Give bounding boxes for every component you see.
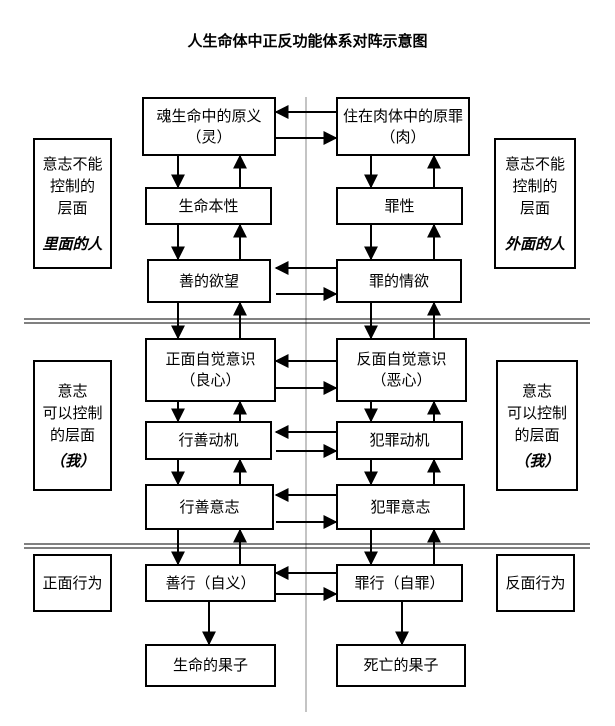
- side-left-controllable-line2: 可以控制: [42, 403, 103, 422]
- box-soul-life-original-line2: （灵）: [186, 127, 232, 146]
- side-right-uncontrollable-line2: 控制的: [512, 176, 558, 195]
- box-death-fruit: 死亡的果子: [336, 644, 466, 687]
- box-negative-conscious-line2: （恶心）: [371, 371, 432, 389]
- side-left-controllable-line3: 的层面: [49, 425, 95, 444]
- side-right-outer-man: 外面的人: [504, 234, 565, 253]
- side-right-controllable-line2: 可以控制: [506, 403, 567, 422]
- box-sin-nature-label: 罪性: [384, 196, 415, 215]
- side-left-uncontrollable-line2: 控制的: [49, 176, 95, 195]
- side-right-controllable: 意志 可以控制 的层面 （我）: [496, 360, 578, 491]
- box-good-motive: 行善动机: [145, 421, 272, 460]
- side-right-negative-behavior: 反面行为: [496, 554, 575, 612]
- box-life-fruit: 生命的果子: [145, 644, 276, 687]
- side-left-inner-man: 里面的人: [42, 234, 103, 253]
- box-good-desire: 善的欲望: [147, 259, 271, 303]
- box-sin-nature: 罪性: [336, 187, 463, 225]
- box-sinful-lust: 罪的情欲: [336, 259, 462, 303]
- box-sin-will: 犯罪意志: [336, 484, 465, 530]
- box-good-will: 行善意志: [145, 484, 274, 530]
- box-life-nature-label: 生命本性: [178, 196, 239, 215]
- side-left-uncontrollable-line3: 层面: [57, 198, 88, 217]
- box-negative-conscious: 反面自觉意识 （恶心）: [336, 338, 467, 402]
- box-sin-deed-label: 罪行（自罪）: [354, 573, 445, 592]
- box-soul-life-original-line1: 魂生命中的原义: [156, 106, 262, 125]
- side-left-positive-behavior-label: 正面行为: [42, 574, 103, 592]
- side-right-uncontrollable: 意志不能 控制的 层面 外面的人: [494, 138, 576, 269]
- box-good-motive-label: 行善动机: [178, 431, 239, 449]
- box-good-desire-label: 善的欲望: [178, 271, 239, 290]
- box-sinful-lust-label: 罪的情欲: [368, 271, 429, 290]
- box-sin-motive: 犯罪动机: [336, 421, 463, 460]
- side-right-self: （我）: [514, 451, 560, 470]
- side-right-uncontrollable-line3: 层面: [519, 198, 550, 217]
- side-left-controllable: 意志 可以控制 的层面 （我）: [33, 360, 112, 491]
- side-right-controllable-line1: 意志: [521, 381, 552, 400]
- box-good-deed-label: 善行（自义）: [165, 573, 256, 592]
- box-sin-will-label: 犯罪意志: [370, 497, 431, 516]
- side-right-negative-behavior-label: 反面行为: [505, 574, 566, 592]
- box-death-fruit-label: 死亡的果子: [363, 656, 439, 674]
- side-left-positive-behavior: 正面行为: [33, 554, 112, 612]
- divider-upper: [24, 318, 590, 324]
- side-right-controllable-line3: 的层面: [514, 425, 560, 444]
- box-life-fruit-label: 生命的果子: [172, 656, 248, 674]
- side-left-controllable-line1: 意志: [57, 381, 88, 400]
- side-left-self: （我）: [49, 451, 95, 470]
- box-original-sin-flesh-line2: （肉）: [380, 127, 426, 146]
- box-original-sin-flesh: 住在肉体中的原罪 （肉）: [336, 97, 470, 156]
- divider-lower: [24, 543, 590, 549]
- box-original-sin-flesh-line1: 住在肉体中的原罪: [342, 106, 463, 125]
- box-good-will-label: 行善意志: [179, 497, 240, 516]
- side-left-uncontrollable-line1: 意志不能: [42, 154, 103, 173]
- box-good-deed: 善行（自义）: [145, 564, 276, 602]
- box-soul-life-original: 魂生命中的原义 （灵）: [142, 97, 276, 156]
- diagram-title: 人生命体中正反功能体系对阵示意图: [187, 32, 428, 50]
- box-sin-deed: 罪行（自罪）: [336, 564, 463, 602]
- box-sin-motive-label: 犯罪动机: [369, 431, 430, 449]
- box-life-nature: 生命本性: [145, 187, 272, 225]
- side-right-uncontrollable-line1: 意志不能: [504, 154, 565, 173]
- box-negative-conscious-line1: 反面自觉意识: [356, 350, 447, 368]
- box-positive-conscious-line2: （良心）: [180, 371, 241, 389]
- side-left-uncontrollable: 意志不能 控制的 层面 里面的人: [33, 138, 112, 269]
- box-positive-conscious: 正面自觉意识 （良心）: [145, 338, 276, 402]
- box-positive-conscious-line1: 正面自觉意识: [165, 350, 256, 368]
